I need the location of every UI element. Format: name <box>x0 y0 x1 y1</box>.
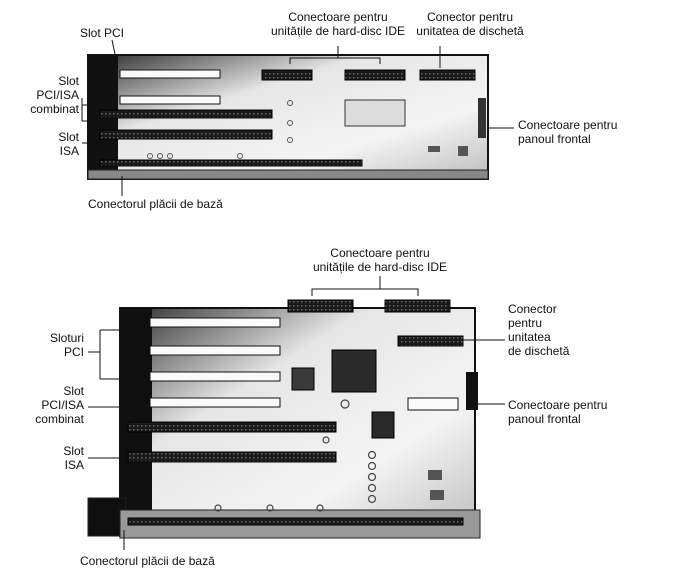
bottom-label-baseboard-connector: Conectorul plăcii de bază <box>80 554 215 568</box>
top-label-baseboard-connector: Conectorul plăcii de bază <box>88 197 223 211</box>
top-ide-connector-1 <box>261 69 313 81</box>
top-label-floppy-connector: Conector pentru unitatea de dischetă <box>416 10 524 38</box>
bottom-label-isa-slot: Slot ISA <box>63 444 84 472</box>
top-label-isa-slot: Slot ISA <box>58 130 79 158</box>
bottom-label-floppy-connector: Conector pentru unitatea de dischetă <box>508 302 570 358</box>
bottom-pci-slot-3 <box>149 371 281 382</box>
bottom-isa-slot-1 <box>127 421 337 433</box>
top-label-ide-connectors: Conectoare pentru unitățile de hard-disc… <box>270 10 406 38</box>
bottom-isa-slot-2 <box>127 451 337 463</box>
top-pci-slot <box>119 69 221 79</box>
bottom-label-front-panel: Conectoare pentru panoul frontal <box>508 398 608 426</box>
bottom-label-pci-isa-combo: Slot PCI/ISA combinat <box>35 384 84 426</box>
bottom-leader-lines <box>88 276 505 550</box>
bottom-pci-slot-2 <box>149 345 281 356</box>
top-baseboard-connector <box>99 159 363 167</box>
top-pci-isa-slot <box>119 95 221 105</box>
top-ide-connector-2 <box>344 69 406 81</box>
bottom-pci-isa-slot <box>149 397 281 408</box>
bottom-floppy-connector <box>397 335 464 347</box>
top-front-panel-connectors <box>478 98 486 138</box>
bottom-pci-slot-1 <box>149 317 281 328</box>
top-label-slot-pci: Slot PCI <box>80 26 125 40</box>
bottom-label-ide-connectors: Conectoare pentru unitățile de hard-disc… <box>312 246 448 274</box>
top-label-pci-isa-combo: Slot PCI/ISA combinat <box>30 74 79 116</box>
top-floppy-connector <box>419 69 476 81</box>
bottom-label-pci-slots: Sloturi PCI <box>49 331 84 359</box>
bottom-baseboard-connector <box>127 517 464 526</box>
bottom-backplane-board <box>87 299 481 539</box>
bottom-ide-connector-2 <box>384 299 451 313</box>
bottom-ide-connector-1 <box>287 299 354 313</box>
top-backplane-board <box>87 54 489 180</box>
top-leader-lines <box>81 39 514 196</box>
bottom-front-panel-connectors <box>466 372 478 410</box>
top-isa-slot <box>99 129 273 140</box>
top-label-front-panel: Conectoare pentru panoul frontal <box>518 118 618 146</box>
